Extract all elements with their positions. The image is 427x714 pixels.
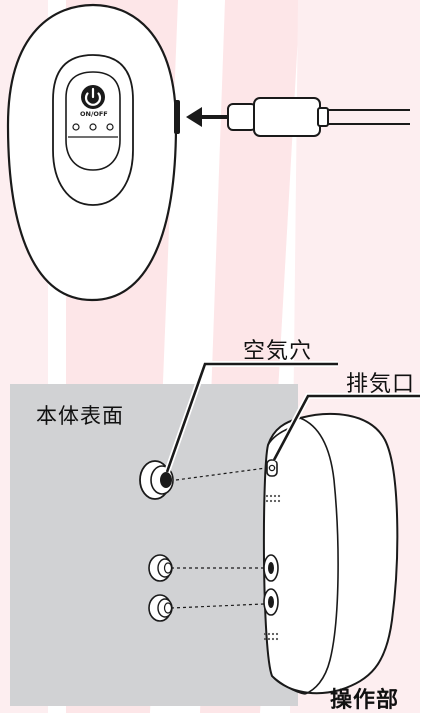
vent-dots — [263, 494, 281, 641]
power-icon — [81, 85, 105, 109]
insert-arrow — [186, 107, 230, 127]
body-surface-label: 本体表面 — [36, 404, 124, 428]
suction-cup-small-lower — [148, 594, 173, 622]
operation-part-label: 操作部 — [330, 688, 400, 713]
leader-exhaust — [271, 393, 420, 462]
suction-cup-small-upper — [148, 554, 173, 582]
device-port-upper — [263, 554, 279, 582]
indicator-leds — [72, 123, 114, 131]
device-port-lower — [263, 588, 279, 616]
suction-cup-large — [139, 460, 174, 500]
air-hole-label: 空気穴 — [243, 339, 313, 364]
charging-port — [174, 100, 180, 134]
skin-surface-panel — [10, 384, 298, 706]
leader-air-hole — [164, 361, 338, 473]
device-top-view — [6, 3, 178, 302]
power-button-label: ON/OFF — [80, 110, 108, 118]
exhaust-port-label: 排気口 — [346, 372, 416, 397]
exhaust-port — [266, 459, 278, 477]
usb-cable — [227, 97, 410, 137]
device-side-view — [262, 413, 399, 695]
